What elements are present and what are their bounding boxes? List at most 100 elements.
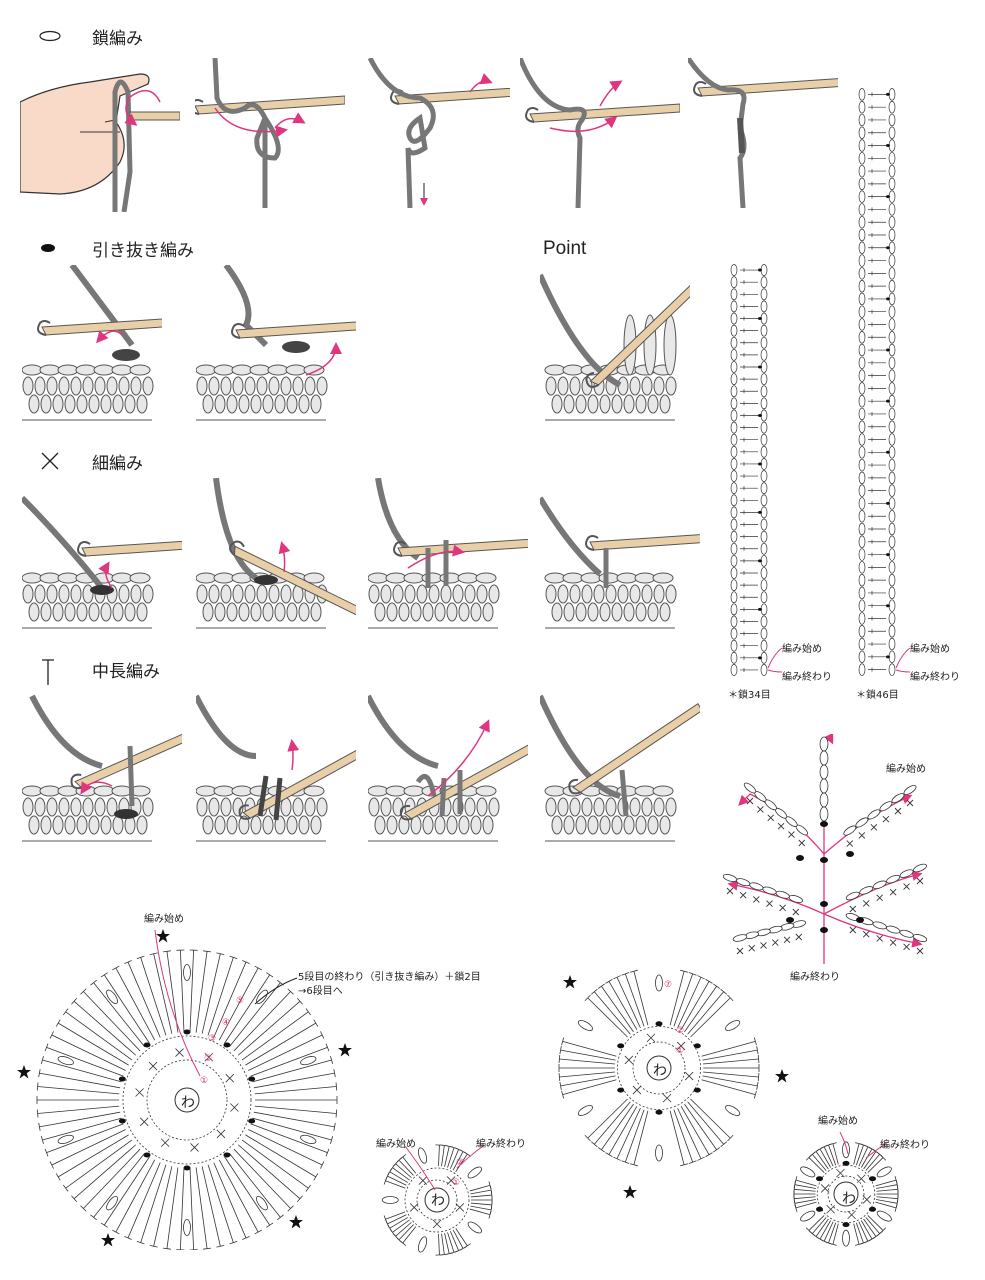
stitch-mark — [687, 1101, 725, 1145]
slip-stitch-mark — [758, 413, 762, 417]
chain-stitch-mark — [743, 782, 757, 794]
stitch-mark — [701, 1079, 756, 1096]
stitch-mark — [93, 1152, 145, 1218]
strip-leader-lines — [767, 647, 911, 673]
flower-large-chart — [36, 930, 338, 1250]
chain-stitch-mark — [858, 88, 866, 101]
stitch-mark — [868, 539, 886, 544]
chain-stitch-mark — [876, 1210, 892, 1222]
stitch-mark — [740, 461, 758, 466]
point-label: Point — [543, 238, 587, 259]
single-crochet-mark — [889, 939, 897, 946]
chain-stitch-mark — [899, 929, 914, 938]
stitch-mark — [688, 972, 697, 976]
chain-stitch-mark — [760, 567, 768, 579]
stitch-mark — [860, 1148, 873, 1168]
stitch-mark — [313, 1173, 319, 1181]
stitch-mark — [740, 486, 758, 491]
chain-stitch-mark — [760, 627, 768, 640]
strip-2-start-label: 編み始め — [910, 644, 950, 655]
stitch-mark — [229, 1152, 281, 1218]
flower-large-note-line2: →6段目へ — [298, 986, 343, 997]
chain-stitch-mark — [888, 331, 896, 344]
chain-stitch-mark — [819, 806, 829, 822]
flower-small-left-start-label: 編み始め — [376, 1139, 416, 1150]
chain-stitch-mark — [858, 573, 866, 587]
single-crochet-mark — [455, 1203, 465, 1212]
round-number-2: ② — [676, 1026, 685, 1036]
chain-stitch-mark — [800, 1210, 816, 1222]
star-shape — [563, 975, 577, 989]
chain-stitch-mark — [760, 324, 768, 337]
single-crochet-mark — [903, 883, 910, 890]
stitch-mark — [100, 972, 108, 978]
chain-stitch-mark — [730, 336, 738, 349]
single-crochet-mark — [767, 814, 775, 822]
stitch-mark — [385, 1211, 406, 1220]
stitch-mark — [794, 1188, 816, 1192]
stitch-mark — [605, 979, 613, 984]
stitch-mark — [389, 1171, 409, 1183]
stitch-mark — [218, 967, 259, 1041]
star-shape — [17, 1065, 31, 1079]
chain-stitch-mark — [730, 627, 738, 640]
chain-stitch-mark — [888, 126, 896, 139]
stitch-mark — [55, 1019, 61, 1027]
chain-stitch-mark — [858, 497, 866, 510]
stitch-mark — [868, 565, 886, 570]
chain-stitch-mark — [730, 458, 738, 470]
stitch-mark — [250, 1123, 328, 1153]
stitch-mark — [868, 386, 886, 391]
stitch-mark — [252, 1059, 332, 1083]
stitch-mark — [858, 1146, 869, 1167]
chain-stitch-mark — [858, 650, 866, 664]
stitch-mark — [62, 1184, 69, 1192]
stitch-mark — [112, 965, 120, 971]
chain-stitch-mark — [760, 300, 768, 313]
stitch-mark — [740, 377, 758, 382]
stitch-mark — [669, 971, 685, 1026]
stitch-mark — [629, 1163, 638, 1167]
stitch-mark — [58, 1022, 129, 1066]
single-crochet-mark — [139, 1117, 149, 1127]
slip-stitch-mark — [886, 297, 890, 301]
single-crochet-mark — [906, 799, 914, 807]
stitch-mark — [868, 450, 886, 455]
slip-stitch-mark — [183, 1165, 191, 1171]
half-double-step-3-illustration — [368, 694, 528, 842]
stitch-mark — [39, 1072, 121, 1089]
chain-stitch-mark — [858, 228, 866, 242]
stitch-mark — [894, 1203, 898, 1212]
stitch-mark — [868, 335, 886, 340]
stitch-mark — [740, 413, 758, 418]
stitch-mark — [867, 1215, 884, 1231]
chain-stitch-mark — [858, 152, 866, 165]
stitch-mark — [136, 1241, 145, 1245]
stitch-mark — [62, 1008, 69, 1016]
slip-stitch-mark — [786, 917, 794, 923]
single-crochet-mark — [446, 1176, 456, 1185]
stitch-mark — [253, 1111, 335, 1128]
stitch-mark — [740, 583, 758, 588]
stitch-mark — [233, 991, 291, 1052]
single-crochet-mark — [662, 1093, 672, 1103]
stitch-mark — [201, 953, 221, 1034]
stitch-mark — [233, 1148, 291, 1209]
stitch-mark — [865, 1154, 880, 1171]
chain-stitch-mark — [888, 279, 896, 293]
section-title: 細編み — [92, 454, 143, 474]
single-crochet-mark — [135, 1088, 144, 1097]
flower-small-left-center: わ — [431, 1193, 445, 1209]
stitch-mark — [71, 1195, 77, 1202]
chain-stitch-mark — [730, 288, 738, 301]
stitch-mark — [868, 475, 886, 480]
chain-stitch-mark — [888, 561, 896, 574]
stitch-mark — [254, 1086, 337, 1095]
chain-stitch-mark — [467, 1166, 483, 1179]
chain-stitch-mark — [888, 407, 896, 421]
single-crochet-mark — [736, 947, 744, 955]
stitch-mark — [46, 1047, 124, 1077]
slip-stitch-mark — [842, 1222, 850, 1228]
stitch-mark — [868, 92, 886, 97]
round-number-1: ① — [676, 1046, 685, 1056]
